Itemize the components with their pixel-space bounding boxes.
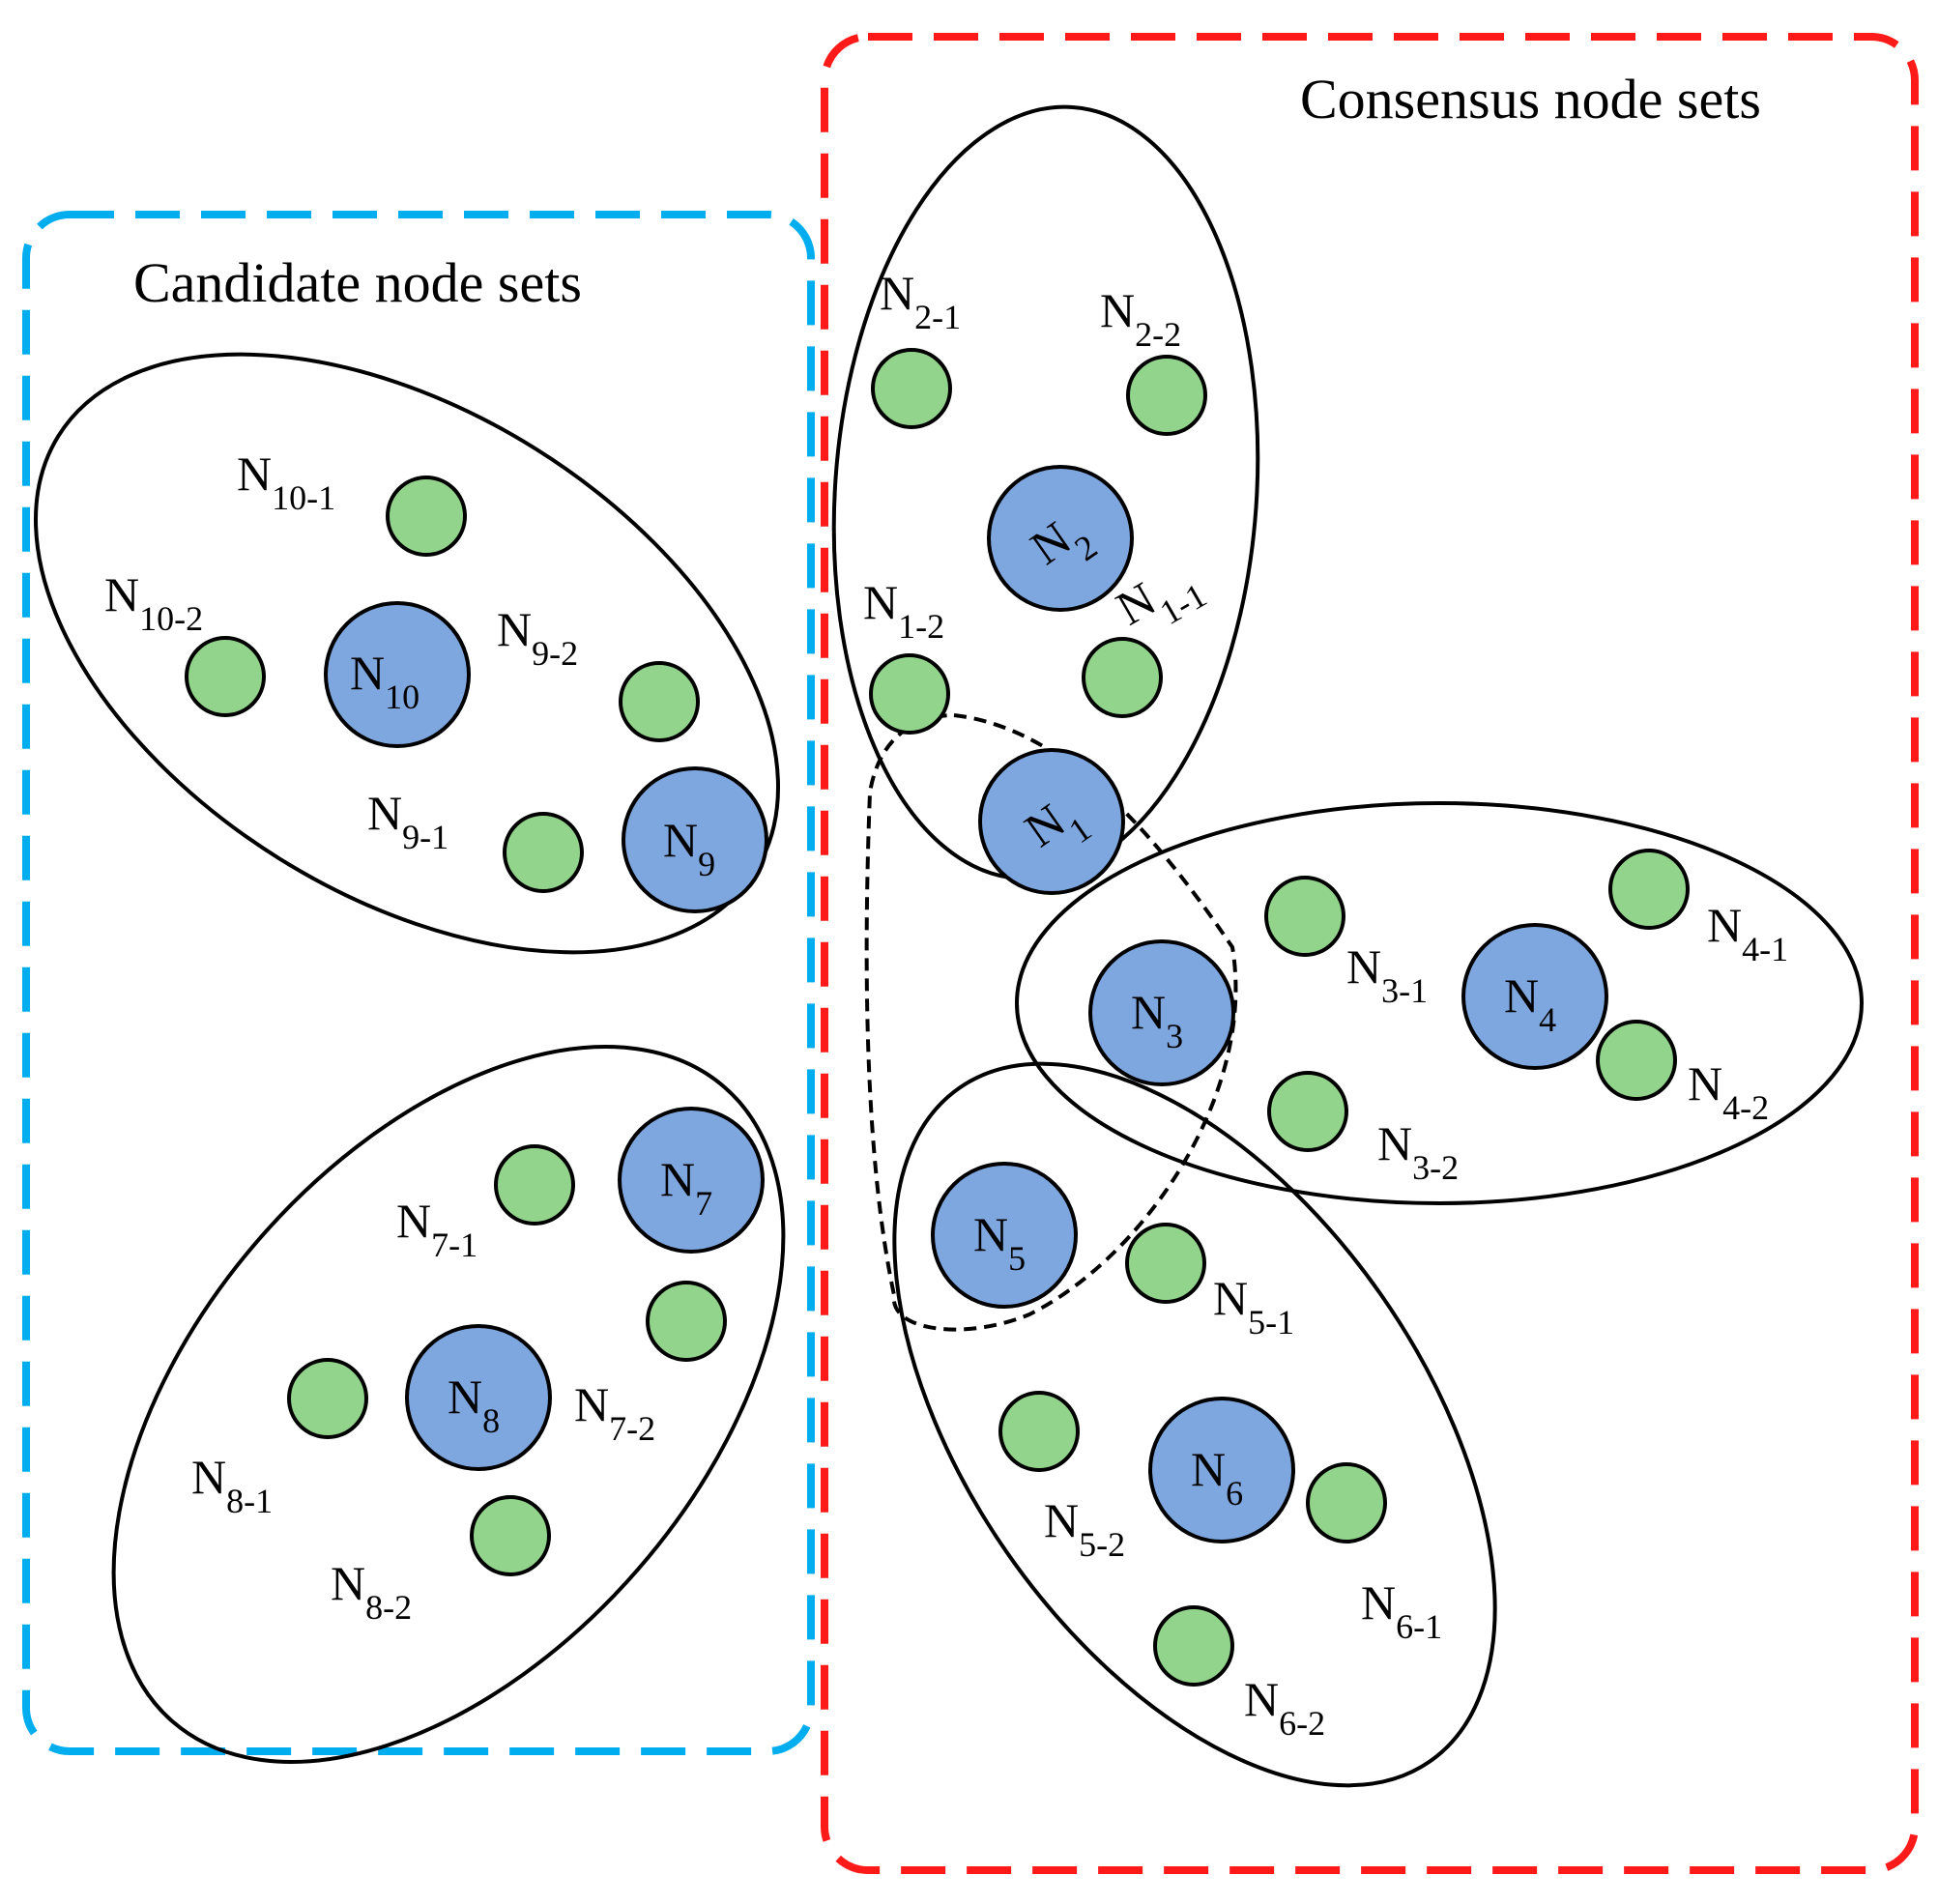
node-n2	[987, 465, 1134, 612]
node-n4-1	[1608, 849, 1690, 930]
label-n10-2: N10-2	[104, 567, 203, 638]
node-n10-2	[185, 636, 266, 717]
label-n2-2: N2-2	[1100, 283, 1181, 354]
cluster-n3-n4	[1015, 801, 1864, 1205]
node-n10	[324, 601, 471, 748]
label-n10-1: N10-1	[237, 447, 335, 517]
label-n7: N7	[660, 1152, 712, 1223]
label-n3-1: N3-1	[1346, 939, 1428, 1010]
label-n8-2: N8-2	[331, 1556, 412, 1627]
label-n4: N4	[1504, 968, 1556, 1039]
node-n8-1	[287, 1358, 368, 1439]
label-n8: N8	[448, 1370, 500, 1440]
label-n9: N9	[663, 813, 715, 883]
label-n3: N3	[1131, 985, 1183, 1055]
label-n2-1: N2-1	[880, 266, 961, 336]
label-n8-1: N8-1	[191, 1450, 273, 1520]
cluster-n5-n6	[892, 1061, 1497, 1788]
node-n8-2	[470, 1495, 551, 1576]
node-n1-2	[869, 653, 950, 735]
node-n9	[622, 766, 768, 913]
label-n4-1: N4-1	[1707, 898, 1788, 968]
node-n4-2	[1596, 1020, 1677, 1101]
label-n9-2: N9-2	[497, 602, 578, 673]
label-n5-2: N5-2	[1044, 1493, 1125, 1564]
label-n3-2: N3-2	[1377, 1116, 1459, 1187]
node-n7-2	[646, 1281, 727, 1362]
node-n5	[931, 1162, 1078, 1309]
label-n6-1: N6-1	[1361, 1575, 1442, 1646]
node-n7-1	[494, 1144, 575, 1226]
node-n6-1	[1306, 1462, 1387, 1543]
node-n9-1	[503, 812, 584, 893]
node-n3-1	[1264, 876, 1345, 957]
label-n4-2: N4-2	[1688, 1056, 1769, 1127]
label-n9-1: N9-1	[367, 786, 448, 856]
node-n1	[978, 748, 1125, 895]
label-n1-2: N1-2	[863, 575, 944, 646]
label-n5-1: N5-1	[1213, 1271, 1294, 1341]
label-n5: N5	[973, 1207, 1026, 1278]
node-n5-1	[1125, 1223, 1206, 1304]
consensus-subset-outline	[864, 712, 1238, 1332]
node-n3	[1088, 939, 1235, 1086]
consensus-node-sets-box	[821, 33, 1919, 1874]
node-n7	[618, 1107, 765, 1254]
label-n7-1: N7-1	[396, 1194, 477, 1264]
node-n10-1	[386, 476, 467, 557]
node-n8	[405, 1324, 552, 1471]
node-n4	[1461, 923, 1608, 1070]
label-n7-2: N7-2	[574, 1377, 655, 1448]
node-n3-2	[1267, 1071, 1348, 1152]
consensus-node-sets-title: Consensus node sets	[1300, 68, 1761, 130]
node-n1-1	[1082, 637, 1163, 718]
node-n5-2	[998, 1391, 1080, 1472]
label-n10: N10	[350, 646, 419, 716]
node-n2-2	[1126, 355, 1207, 436]
node-n6	[1148, 1397, 1295, 1543]
node-n2-1	[871, 348, 952, 429]
node-n6-2	[1153, 1605, 1234, 1687]
label-n6-2: N6-2	[1244, 1672, 1325, 1743]
cluster-n7-n8	[111, 1045, 786, 1764]
label-n6: N6	[1191, 1442, 1243, 1513]
node-n9-2	[619, 661, 700, 742]
candidate-node-sets-title: Candidate node sets	[133, 251, 582, 314]
candidate-node-sets-box	[22, 211, 815, 1755]
